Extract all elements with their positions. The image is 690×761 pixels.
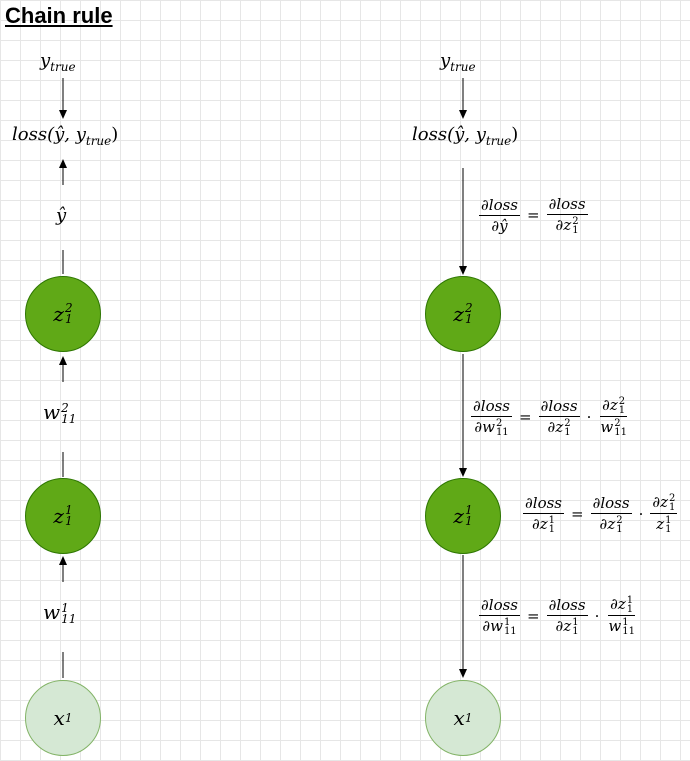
right-ytrue-label: ytrue [440, 50, 476, 74]
page-title: Chain rule [5, 3, 113, 28]
left-ytrue-label: ytrue [40, 50, 76, 74]
right-loss-label: loss(ŷ, ytrue) [412, 124, 519, 148]
left-loss-label: loss(ŷ, ytrue) [12, 124, 119, 148]
left-yhat-label: ŷ [56, 205, 67, 226]
